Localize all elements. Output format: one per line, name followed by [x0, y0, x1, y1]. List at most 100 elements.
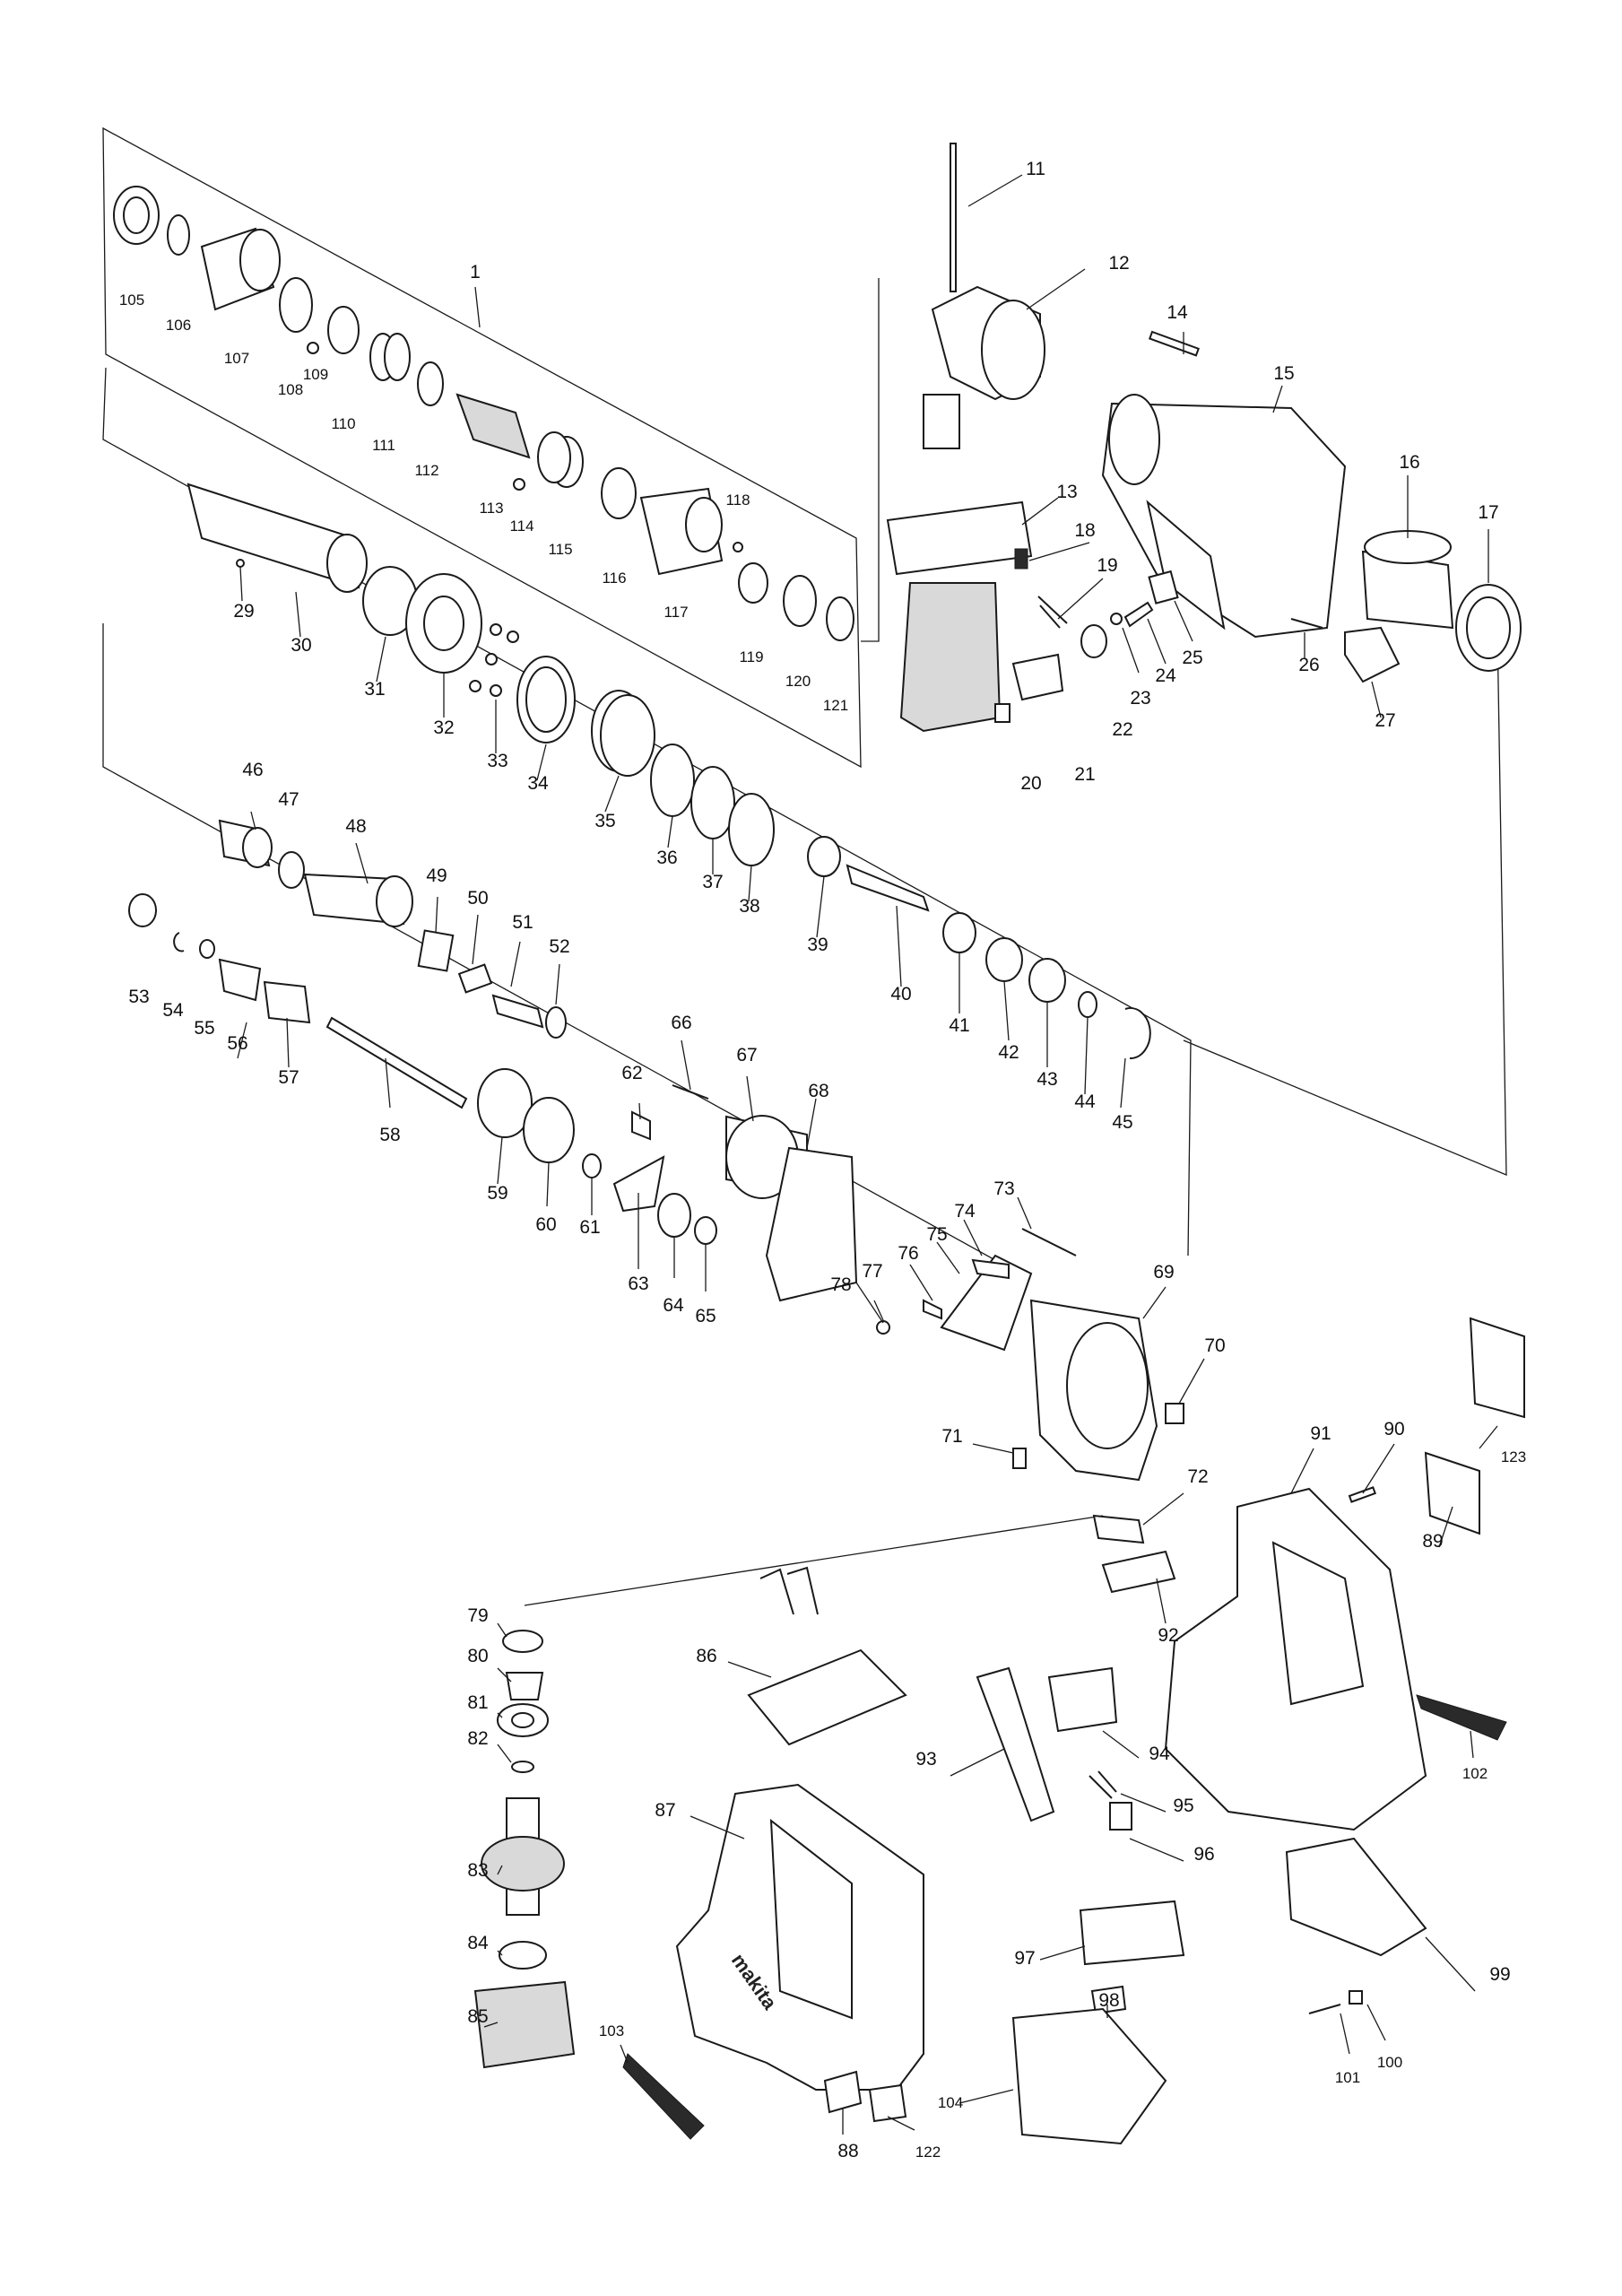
part-label-74: 74: [954, 1201, 976, 1222]
part-label-11: 11: [1026, 159, 1045, 179]
part-label-14: 14: [1167, 302, 1188, 323]
part-label-72: 72: [1187, 1466, 1208, 1487]
part-label-70: 70: [1204, 1335, 1225, 1356]
part-label-22: 22: [1112, 719, 1132, 740]
part-label-12: 12: [1108, 253, 1129, 274]
part-label-67: 67: [736, 1045, 757, 1065]
part-label-101: 101: [1335, 2069, 1360, 2086]
part-label-109: 109: [303, 366, 328, 383]
part-label-106: 106: [166, 317, 191, 334]
part-label-39: 39: [807, 935, 828, 955]
part-label-20: 20: [1020, 773, 1041, 794]
part-label-16: 16: [1399, 452, 1419, 473]
part-label-113: 113: [479, 500, 503, 517]
part-label-68: 68: [808, 1081, 828, 1101]
part-label-114: 114: [509, 517, 533, 535]
part-label-103: 103: [599, 2022, 624, 2039]
part-label-43: 43: [1037, 1069, 1057, 1090]
part-label-66: 66: [671, 1013, 691, 1033]
part-label-83: 83: [467, 1860, 488, 1881]
part-label-90: 90: [1383, 1419, 1404, 1439]
part-label-37: 37: [702, 872, 723, 892]
part-label-104: 104: [938, 2094, 963, 2111]
part-label-49: 49: [426, 865, 447, 886]
part-label-50: 50: [467, 888, 488, 909]
part-label-56: 56: [227, 1033, 247, 1054]
leader-lines: [237, 174, 1498, 2135]
part-label-54: 54: [162, 1000, 184, 1021]
part-label-107: 107: [224, 350, 249, 367]
part-label-47: 47: [278, 789, 299, 810]
part-label-122: 122: [915, 2144, 941, 2161]
part-shapes: [113, 143, 1525, 2145]
part-label-81: 81: [467, 1692, 488, 1713]
part-label-55: 55: [194, 1018, 214, 1039]
part-label-116: 116: [602, 570, 626, 587]
part-label-78: 78: [830, 1274, 851, 1295]
part-label-25: 25: [1182, 648, 1202, 668]
part-label-48: 48: [345, 816, 366, 837]
part-label-15: 15: [1273, 363, 1294, 384]
part-label-53: 53: [128, 987, 149, 1007]
part-label-1: 1: [470, 262, 481, 283]
part-label-77: 77: [862, 1261, 882, 1282]
part-label-95: 95: [1173, 1796, 1193, 1816]
part-label-69: 69: [1153, 1262, 1174, 1283]
part-label-98: 98: [1098, 1990, 1119, 2011]
part-label-117: 117: [664, 604, 688, 621]
part-label-111: 111: [372, 437, 395, 454]
part-label-75: 75: [926, 1224, 947, 1245]
part-label-100: 100: [1377, 2054, 1402, 2071]
part-label-92: 92: [1158, 1625, 1178, 1646]
part-label-36: 36: [656, 848, 677, 868]
part-label-51: 51: [512, 912, 533, 933]
part-label-105: 105: [119, 291, 144, 309]
part-label-27: 27: [1375, 710, 1395, 731]
part-label-24: 24: [1155, 665, 1176, 686]
part-label-26: 26: [1298, 655, 1319, 675]
part-label-118: 118: [725, 491, 750, 509]
part-label-79: 79: [467, 1605, 488, 1626]
part-label-97: 97: [1014, 1948, 1035, 1969]
part-label-80: 80: [467, 1646, 488, 1666]
part-label-112: 112: [414, 462, 438, 479]
part-label-121: 121: [823, 697, 848, 714]
part-label-41: 41: [949, 1015, 969, 1036]
part-label-61: 61: [579, 1217, 600, 1238]
part-label-115: 115: [548, 541, 572, 558]
part-label-58: 58: [379, 1125, 400, 1145]
part-label-34: 34: [527, 773, 549, 794]
part-label-33: 33: [487, 751, 507, 771]
part-label-13: 13: [1056, 482, 1077, 502]
part-label-86: 86: [696, 1646, 716, 1666]
part-label-94: 94: [1149, 1744, 1170, 1764]
part-label-120: 120: [785, 673, 811, 690]
part-label-110: 110: [331, 415, 355, 432]
part-label-93: 93: [915, 1749, 936, 1770]
part-label-29: 29: [233, 601, 254, 622]
part-label-64: 64: [663, 1295, 684, 1316]
part-label-31: 31: [364, 679, 385, 700]
part-label-99: 99: [1489, 1964, 1510, 1985]
part-label-63: 63: [628, 1274, 648, 1294]
part-label-76: 76: [898, 1243, 918, 1264]
part-label-71: 71: [941, 1426, 962, 1447]
part-label-91: 91: [1310, 1423, 1331, 1444]
part-label-42: 42: [998, 1042, 1019, 1063]
part-label-73: 73: [993, 1178, 1014, 1199]
part-label-44: 44: [1074, 1091, 1096, 1112]
part-label-82: 82: [467, 1728, 488, 1749]
part-label-19: 19: [1097, 555, 1117, 576]
part-label-52: 52: [549, 936, 569, 957]
part-label-23: 23: [1130, 688, 1150, 709]
part-label-85: 85: [467, 2006, 488, 2027]
part-label-108: 108: [278, 381, 303, 398]
part-label-30: 30: [291, 635, 311, 656]
part-label-21: 21: [1074, 764, 1095, 785]
part-label-35: 35: [594, 811, 615, 831]
part-label-60: 60: [535, 1214, 556, 1235]
part-label-18: 18: [1074, 520, 1095, 541]
part-label-102: 102: [1462, 1765, 1488, 1782]
